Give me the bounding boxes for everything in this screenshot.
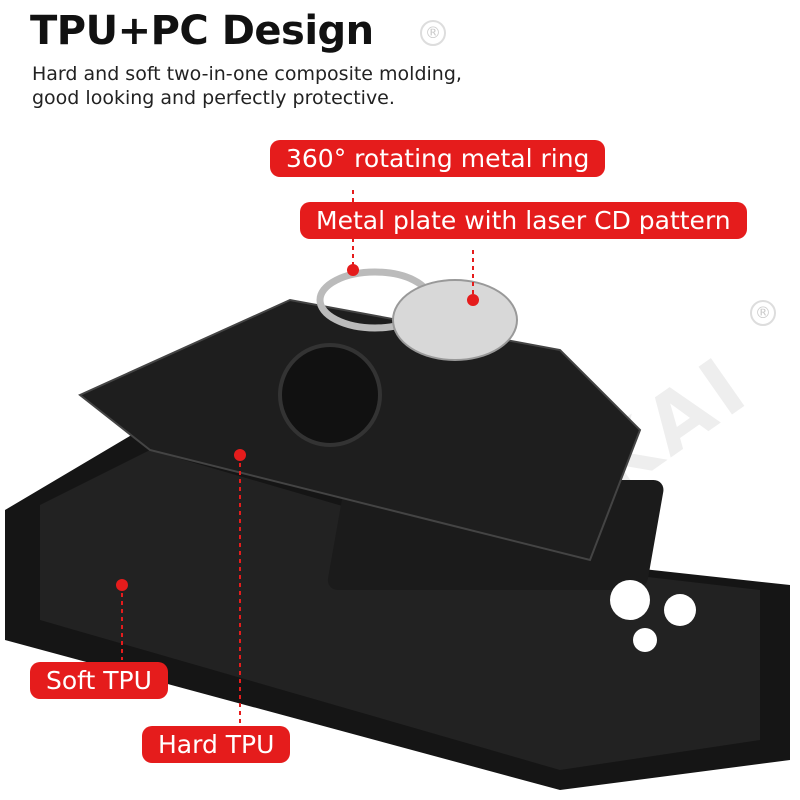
camera-hole [610,580,650,620]
page-title: TPU+PC Design [30,8,374,54]
subtitle-line: Hard and soft two-in-one composite moldi… [32,63,462,85]
subtitle-line: good looking and perfectly protective. [32,87,395,109]
callout-plate: Metal plate with laser CD pattern [300,202,747,239]
callout-hard-tpu: Hard TPU [142,726,291,763]
subtitle: Hard and soft two-in-one composite moldi… [32,62,492,110]
registered-mark: ® [420,20,446,46]
case-inner [40,450,760,770]
camera-hole [664,594,696,626]
registered-mark: ® [750,300,776,326]
callout-ring: 360° rotating metal ring [270,140,606,177]
camera-hole [633,628,657,652]
ring-holder [278,343,382,447]
metal-plate [392,279,518,361]
callout-soft-tpu: Soft TPU [30,662,168,699]
